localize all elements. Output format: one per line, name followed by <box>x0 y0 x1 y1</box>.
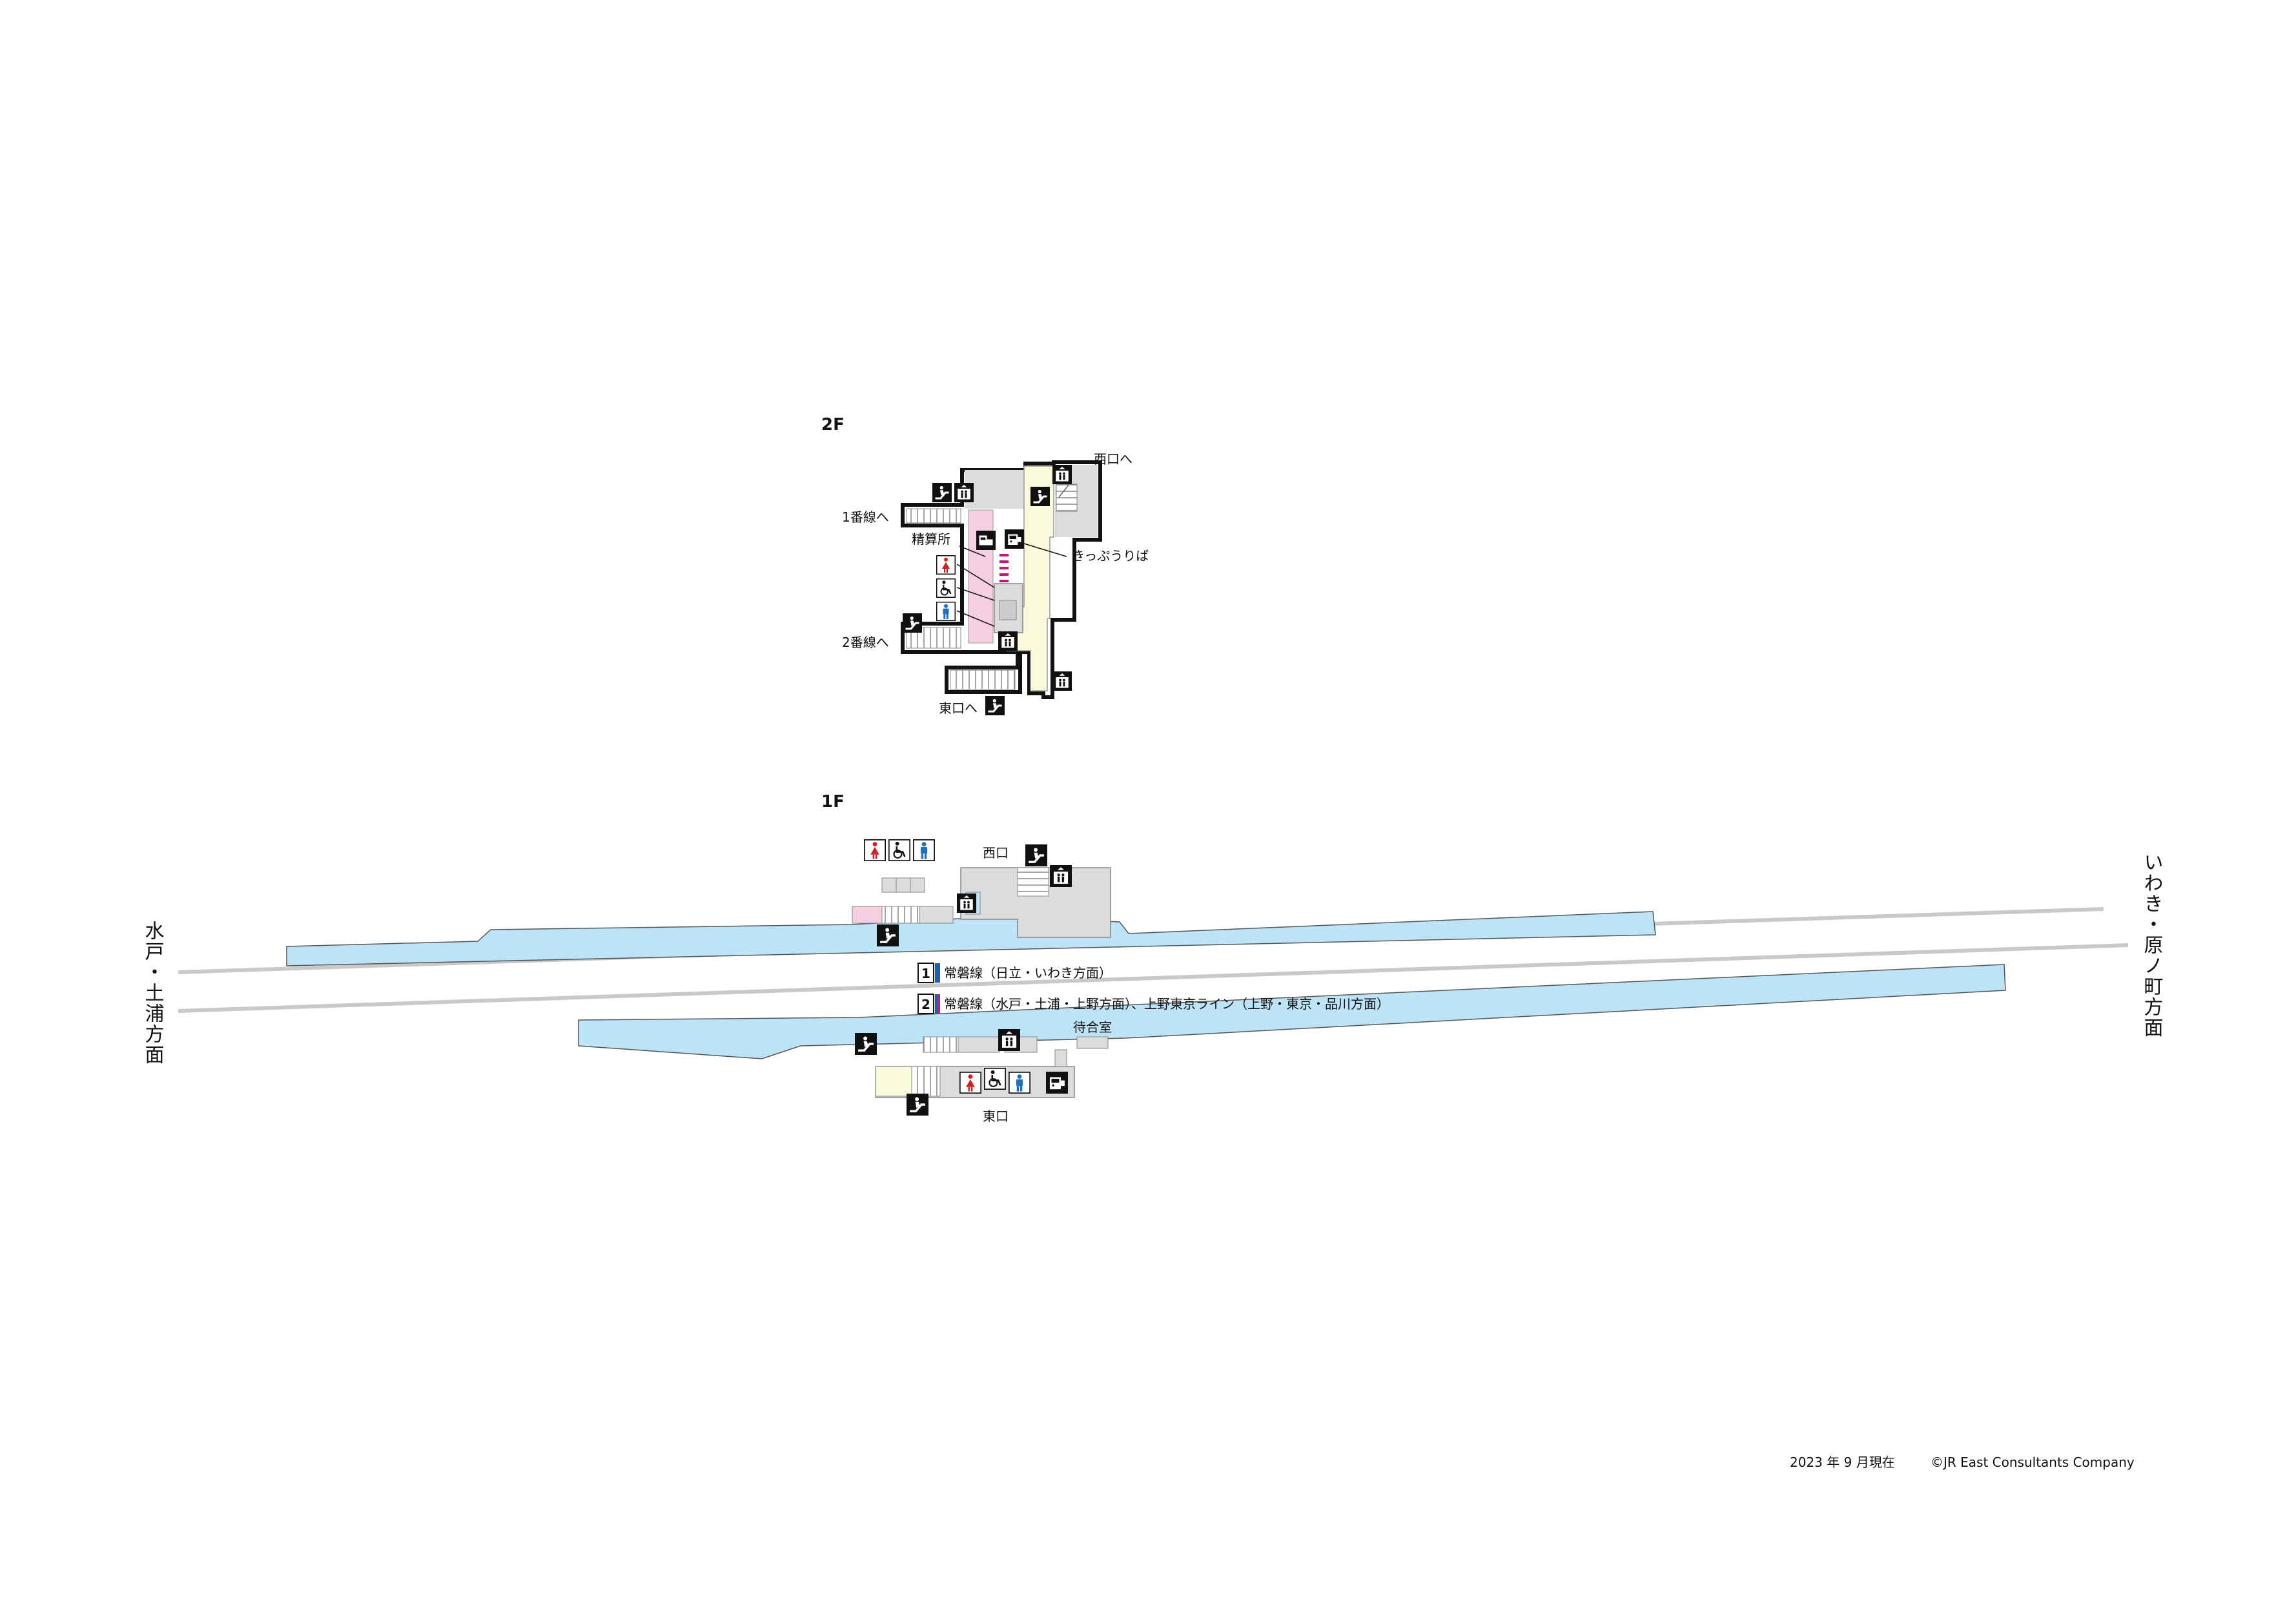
as-of-date: 2023 年 9 月現在 <box>1790 1455 1895 1470</box>
elevator-icon <box>1050 865 1072 887</box>
fare-adjustment-label: 精算所 <box>912 531 950 547</box>
escalator-icon <box>903 613 922 633</box>
toilet-men-icon <box>936 602 956 621</box>
wheelchair-icon <box>984 1068 1006 1090</box>
west-exit-label: 西口 <box>983 845 1009 861</box>
toilet-women-icon <box>959 1072 981 1094</box>
elevator-icon <box>1052 671 1072 691</box>
track-1-number: 1 <box>921 966 930 981</box>
track-1-sign: 1 常磐線（日立・いわき方面） <box>917 963 1112 983</box>
to-track-2-label: 2番線へ <box>842 635 889 650</box>
elevator-icon <box>957 893 976 913</box>
platform-1 <box>286 911 1656 966</box>
upper-floor-plan <box>901 460 1102 699</box>
west-building <box>852 867 1111 938</box>
ticket-machine-icon <box>1046 1072 1068 1094</box>
escalator-icon <box>907 1094 928 1116</box>
to-east-exit-label: 東口へ <box>939 700 978 716</box>
floor-label-2f: 2F <box>821 415 845 434</box>
elevator-icon <box>954 483 974 502</box>
leader-lines <box>956 543 1067 627</box>
elevator-icon <box>998 1029 1020 1051</box>
escalator-icon <box>1030 487 1050 506</box>
track-2-sign: 2 常磐線（水戸・土浦・上野方面）、上野東京ライン（上野・東京・品川方面） <box>917 994 1389 1014</box>
destination-right-label: いわき・原ノ町方面 <box>2140 852 2163 1038</box>
elevator-icon <box>998 631 1018 651</box>
toilet-men-icon <box>1009 1072 1030 1094</box>
platform-2 <box>578 964 2006 1059</box>
waiting-room-label: 待合室 <box>1073 1019 1112 1035</box>
track-1-label: 常磐線（日立・いわき方面） <box>944 965 1112 981</box>
east-exit-label: 東口 <box>983 1108 1009 1124</box>
escalator-icon <box>932 483 952 502</box>
track-2-number: 2 <box>921 997 930 1012</box>
floor-label-1f: 1F <box>821 792 845 812</box>
fare-adjustment-icon <box>976 531 996 550</box>
escalator-icon <box>877 924 899 946</box>
escalator-icon <box>985 696 1005 715</box>
toilet-women-icon <box>864 839 886 861</box>
to-west-exit-label: 西口へ <box>1094 451 1133 467</box>
destination-left-label: 水戸・土浦方面 <box>141 921 164 1065</box>
wheelchair-icon <box>888 839 910 861</box>
wheelchair-icon <box>936 578 956 598</box>
ticket-machine-icon <box>1005 529 1024 549</box>
copyright: ©JR East Consultants Company <box>1931 1455 2135 1470</box>
elevator-icon <box>1052 465 1072 484</box>
ticket-sales-label: きっぷうりば <box>1072 548 1149 564</box>
escalator-icon <box>1025 844 1047 866</box>
toilet-men-icon <box>913 839 935 861</box>
track-2-label: 常磐線（水戸・土浦・上野方面）、上野東京ライン（上野・東京・品川方面） <box>944 996 1389 1012</box>
escalator-icon <box>855 1033 877 1055</box>
to-track-1-label: 1番線へ <box>842 509 889 525</box>
toilet-women-icon <box>936 555 956 575</box>
